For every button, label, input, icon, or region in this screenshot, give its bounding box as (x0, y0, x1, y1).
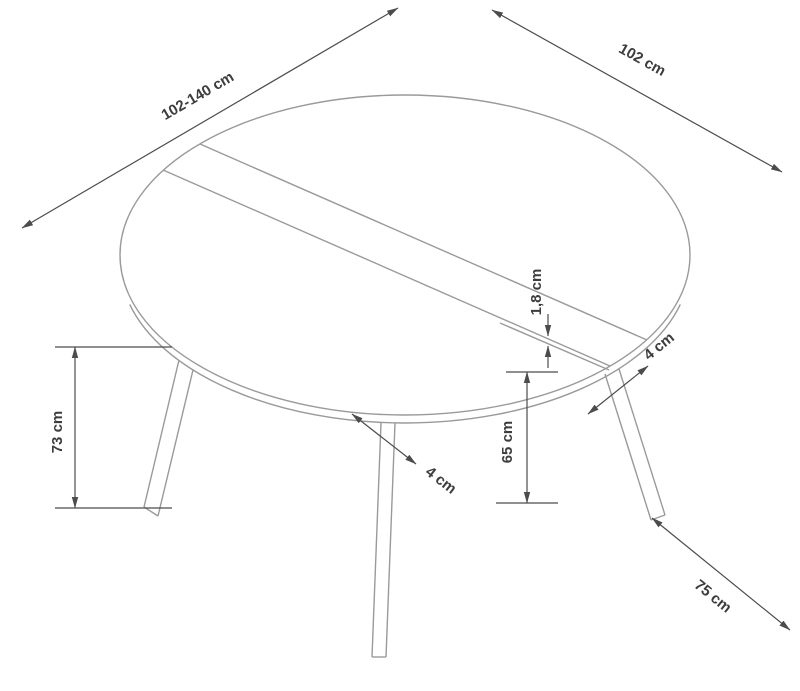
label-right-leg-thickness: 4 cm (641, 329, 678, 364)
label-leg-spacing: 75 cm (691, 577, 735, 617)
label-width: 102 cm (616, 40, 669, 80)
table-leg-left (143, 359, 194, 517)
dimension-line-right-leg-thickness (587, 365, 649, 415)
table-top-rim (129, 304, 681, 424)
table-leg-right (604, 368, 666, 521)
label-top-thickness: 1,8 cm (528, 269, 545, 316)
dimension-line-length-range (21, 7, 399, 229)
leaf-seam-upper (199, 143, 648, 341)
table-top-ellipse (119, 94, 691, 416)
dimension-line-leg-spacing (651, 517, 791, 631)
label-total-height: 73 cm (49, 411, 66, 454)
table-leg-front (371, 422, 396, 658)
label-underside-height: 65 cm (499, 421, 516, 464)
label-length-range: 102-140 cm (159, 68, 237, 123)
leaf-edge-thickness-line (499, 322, 610, 371)
table-drawing (119, 94, 691, 658)
label-front-leg-thickness: 4 cm (422, 463, 459, 497)
dimension-line-front-leg-thickness (351, 413, 417, 465)
leaf-seam-lower (162, 169, 611, 367)
dimension-lines (21, 7, 791, 631)
dimension-line-width (491, 9, 783, 173)
